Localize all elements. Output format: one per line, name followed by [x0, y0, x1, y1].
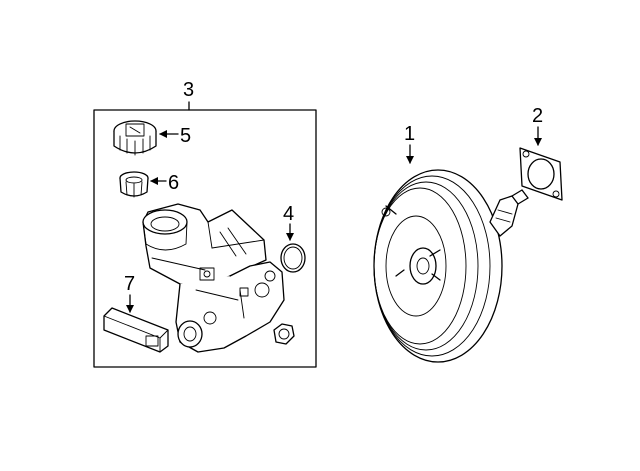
assembly-box: [93, 109, 317, 368]
master-cylinder: [142, 203, 285, 353]
gasket: [519, 147, 563, 201]
callout-1: 1: [404, 123, 415, 145]
reservoir-cap: [113, 120, 157, 156]
callout-5: 5: [180, 125, 191, 147]
strainer: [119, 171, 149, 198]
callout-6: 6: [168, 172, 179, 194]
callout-7: 7: [124, 273, 135, 295]
level-sensor: [103, 307, 169, 353]
brake-booster: [373, 169, 529, 363]
callout-3: 3: [183, 79, 194, 101]
nut: [273, 323, 295, 345]
o-ring: [280, 243, 306, 273]
o-ring-inner: [283, 246, 303, 270]
callout-4: 4: [283, 203, 294, 225]
callout-2: 2: [532, 105, 543, 127]
